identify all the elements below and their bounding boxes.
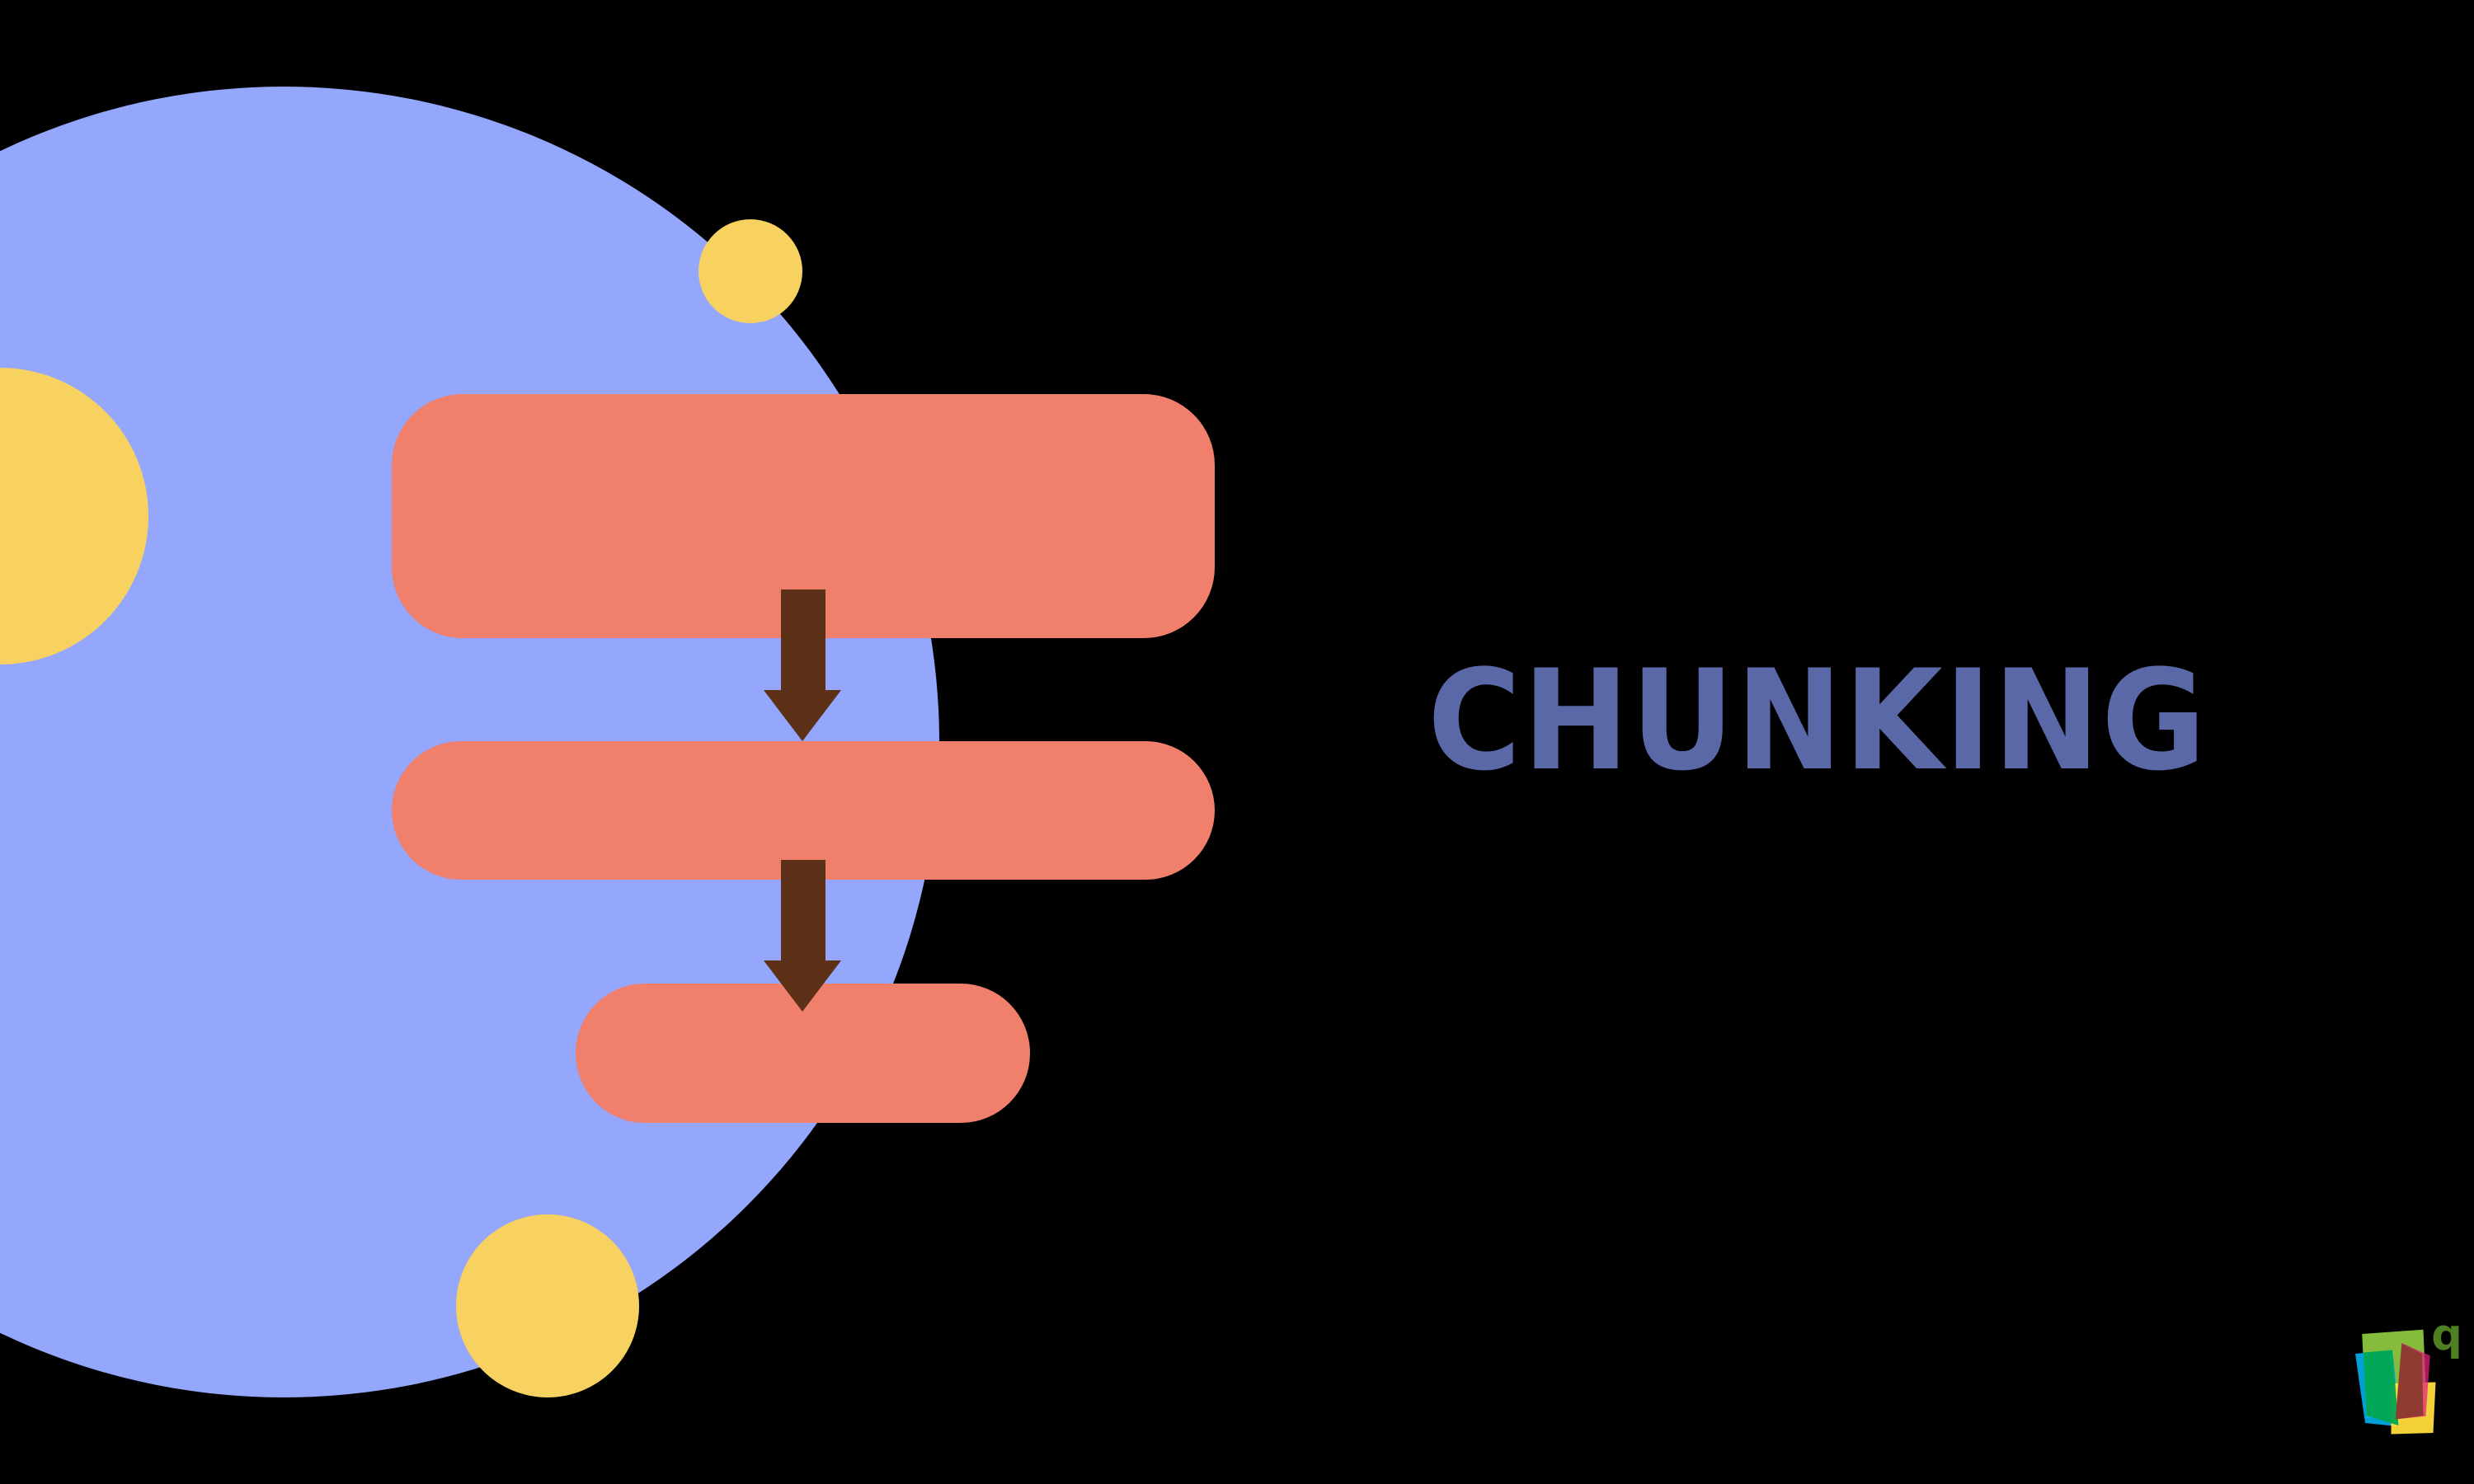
slide-title: CHUNKING — [1427, 640, 2208, 801]
decorative-dot-bottom — [456, 1214, 639, 1397]
flow-box-2 — [392, 741, 1215, 880]
arrow-down-icon — [764, 860, 841, 1012]
logo-letter: q — [2431, 1310, 2462, 1360]
arrow-down-icon — [764, 589, 841, 741]
decorative-dot-top — [698, 219, 802, 323]
brand-logo-icon: q — [2355, 1310, 2462, 1435]
